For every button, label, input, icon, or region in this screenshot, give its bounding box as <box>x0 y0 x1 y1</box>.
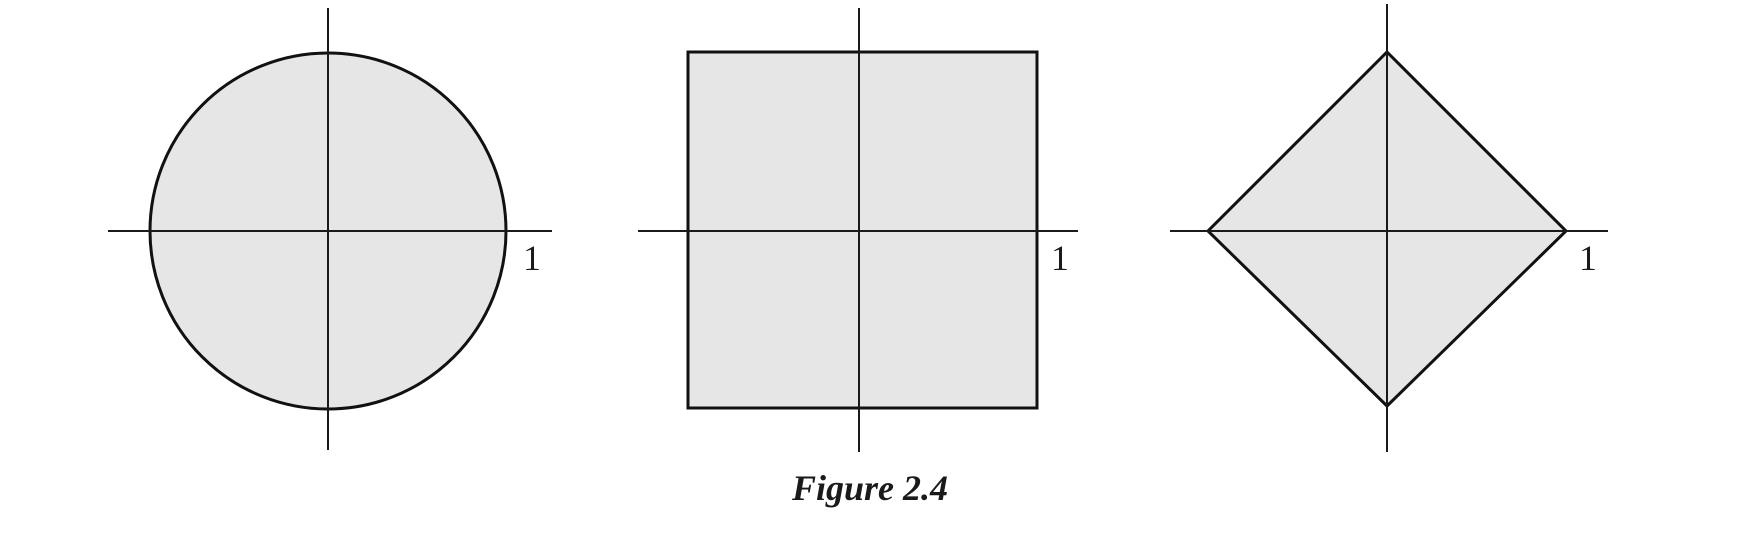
figure-caption: Figure 2.4 <box>791 468 948 508</box>
panel-square: 1 <box>638 8 1078 452</box>
unit-tick-label: 1 <box>1051 238 1069 278</box>
panel-diamond: 1 <box>1170 4 1608 452</box>
panel-circle: 1 <box>108 8 552 450</box>
unit-tick-label: 1 <box>1579 238 1597 278</box>
unit-tick-label: 1 <box>523 238 541 278</box>
